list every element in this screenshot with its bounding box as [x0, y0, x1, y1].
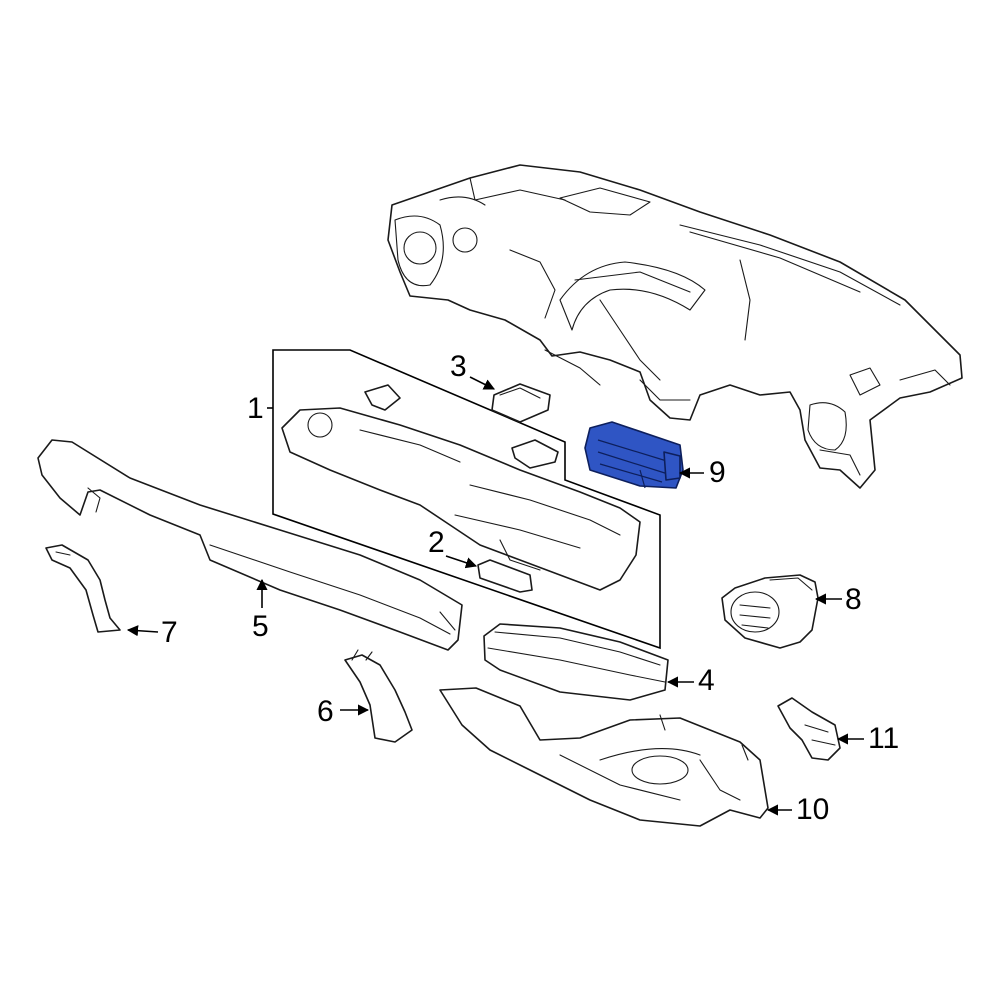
- callout-2: 2: [428, 526, 478, 569]
- air-vent-part-9: [584, 421, 684, 489]
- trim-panel-part-5: [37, 439, 463, 651]
- label-2: 2: [428, 526, 445, 559]
- callout-6: 6: [317, 695, 370, 728]
- retainer-clip: [511, 439, 559, 469]
- callout-3: 3: [450, 350, 496, 390]
- switch-part-3: [491, 383, 551, 423]
- callout-5: 5: [252, 578, 269, 643]
- callout-7: 7: [126, 616, 178, 649]
- label-9: 9: [709, 456, 726, 489]
- trim-part-6: [344, 649, 413, 743]
- callout-9: 9: [678, 456, 726, 489]
- callout-8: 8: [814, 583, 862, 616]
- label-10: 10: [796, 793, 829, 826]
- cluster-housing: [281, 407, 641, 591]
- callout-10: 10: [766, 793, 829, 826]
- label-7: 7: [161, 616, 178, 649]
- side-vent-part-8: [721, 574, 819, 649]
- group-1-bracket: [272, 349, 661, 650]
- label-8: 8: [845, 583, 862, 616]
- callout-4: 4: [666, 664, 715, 697]
- clip: [364, 384, 401, 411]
- trim-part-7: [45, 544, 121, 633]
- label-5: 5: [252, 610, 269, 643]
- lower-panel-part-10: [439, 687, 769, 827]
- callout-1: 1: [247, 392, 264, 425]
- tray-part-4: [483, 623, 669, 701]
- dashboard-carrier: [387, 164, 963, 489]
- label-3: 3: [450, 350, 467, 383]
- label-11: 11: [868, 722, 899, 755]
- label-1: 1: [247, 392, 264, 425]
- sensor-part-11: [777, 697, 841, 761]
- bezel-part-2: [477, 559, 533, 593]
- callout-11: 11: [836, 722, 899, 755]
- label-4: 4: [698, 664, 715, 697]
- label-6: 6: [317, 695, 334, 728]
